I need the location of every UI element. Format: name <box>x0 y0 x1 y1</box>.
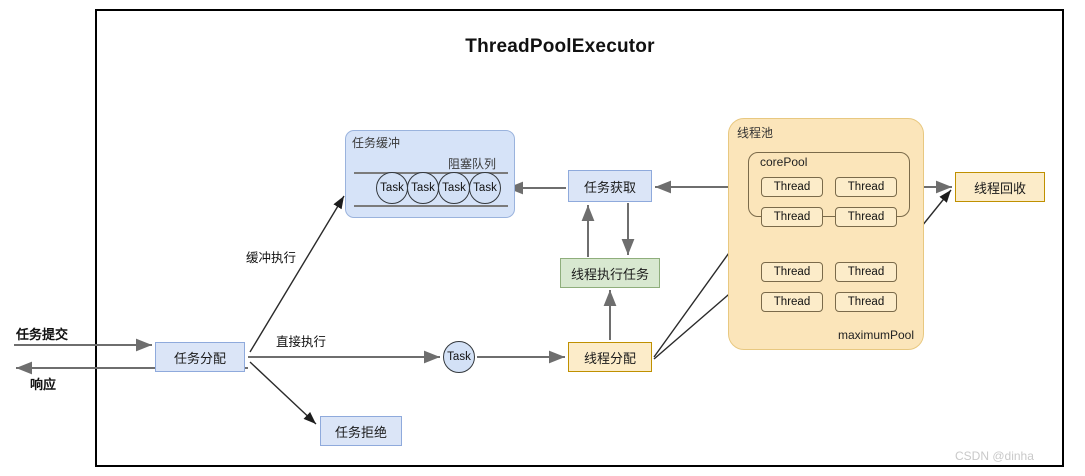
core-thread-0[interactable]: Thread <box>761 177 823 197</box>
queue-task-1[interactable]: Task <box>407 172 439 204</box>
node-task-circle[interactable]: Task <box>443 341 475 373</box>
max-thread-2[interactable]: Thread <box>761 292 823 312</box>
label-buffered-exec: 缓冲执行 <box>246 251 297 265</box>
label-task-submit: 任务提交 <box>16 327 69 342</box>
label-maximum-pool: maximumPool <box>838 328 915 342</box>
edge-reject <box>249 361 317 425</box>
node-thread-exec-task[interactable]: 线程执行任务 <box>560 258 660 288</box>
queue-task-2[interactable]: Task <box>438 172 470 204</box>
node-thread-recycle[interactable]: 线程回收 <box>955 172 1045 202</box>
label-response: 响应 <box>30 377 57 392</box>
max-thread-3[interactable]: Thread <box>835 292 897 312</box>
core-thread-3[interactable]: Thread <box>835 207 897 227</box>
label-blocking-queue: 阻塞队列 <box>448 157 497 171</box>
max-thread-0[interactable]: Thread <box>761 262 823 282</box>
queue-task-3[interactable]: Task <box>469 172 501 204</box>
label-task-buffer: 任务缓冲 <box>352 136 401 150</box>
node-task-dispatch[interactable]: 任务分配 <box>155 342 245 372</box>
edge-buffered-exec <box>249 195 345 353</box>
node-task-reject[interactable]: 任务拒绝 <box>320 416 402 446</box>
label-direct-exec: 直接执行 <box>276 335 327 349</box>
core-thread-1[interactable]: Thread <box>835 177 897 197</box>
node-thread-alloc[interactable]: 线程分配 <box>568 342 652 372</box>
core-thread-2[interactable]: Thread <box>761 207 823 227</box>
page-title: ThreadPoolExecutor <box>465 36 655 57</box>
max-thread-1[interactable]: Thread <box>835 262 897 282</box>
watermark: CSDN @dinha <box>955 449 1034 463</box>
node-task-acquire[interactable]: 任务获取 <box>568 170 652 202</box>
queue-task-0[interactable]: Task <box>376 172 408 204</box>
queue-rail-bottom <box>354 205 508 207</box>
label-thread-pool: 线程池 <box>737 126 774 140</box>
group-core-pool <box>748 152 910 217</box>
label-core-pool: corePool <box>760 155 808 169</box>
queue-rail-top <box>354 172 508 174</box>
